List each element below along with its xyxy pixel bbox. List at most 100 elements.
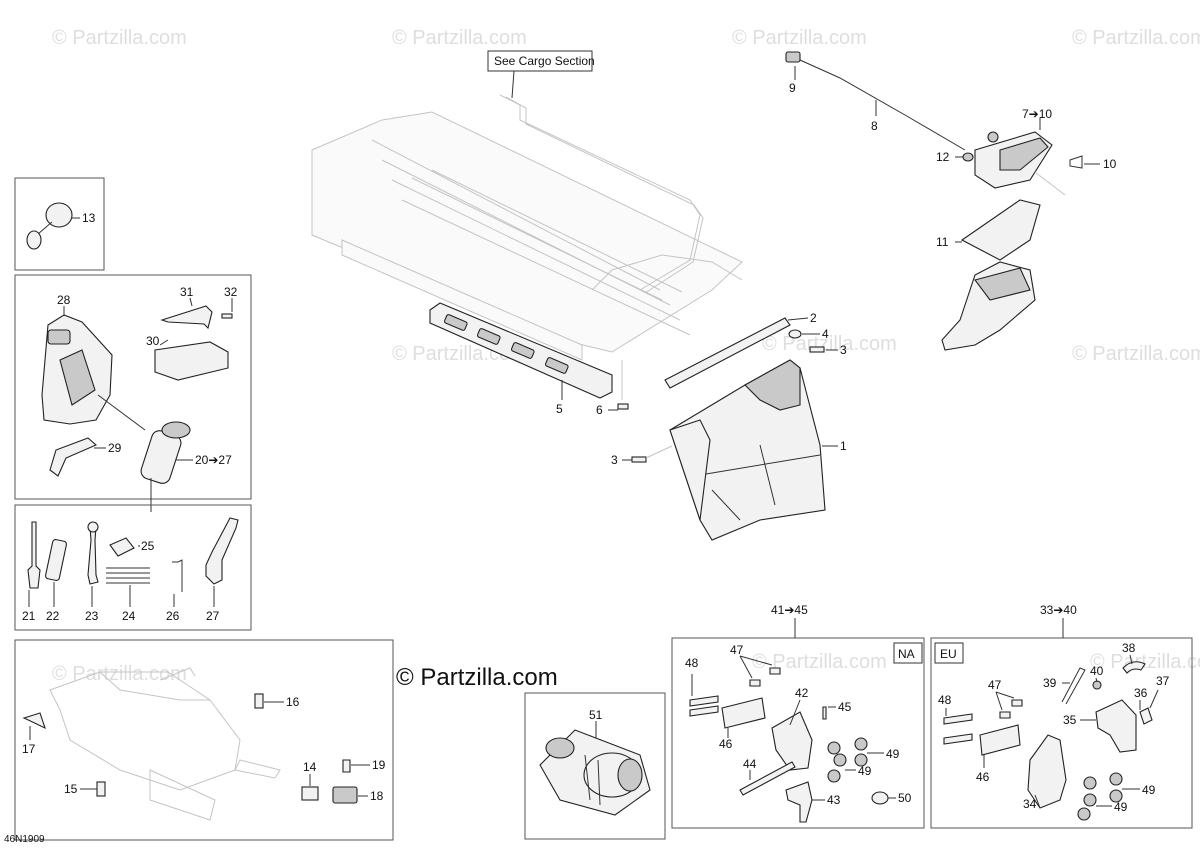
part-32-screw bbox=[221, 313, 233, 319]
box-decals bbox=[14, 639, 394, 841]
callout-4: 4 bbox=[822, 327, 829, 341]
callout-45: 45 bbox=[838, 700, 852, 714]
watermark: © Partzilla.com bbox=[1090, 651, 1200, 673]
part-2-strip bbox=[664, 317, 791, 389]
callout-11: 11 bbox=[936, 235, 949, 249]
callout-17: 17 bbox=[22, 742, 36, 756]
callout-9: 9 bbox=[789, 81, 796, 95]
callout-35: 35 bbox=[1063, 713, 1077, 727]
hitch-na-parts bbox=[689, 667, 889, 823]
callout-28: 28 bbox=[57, 293, 71, 307]
callout-26: 26 bbox=[166, 609, 180, 623]
drawing-code: 46N1909 bbox=[4, 834, 45, 845]
callout-30: 30 bbox=[146, 334, 160, 348]
callout-1: 1 bbox=[840, 439, 847, 453]
taillight-harness bbox=[785, 51, 966, 151]
callout-43: 43 bbox=[827, 793, 841, 807]
part-14-plate bbox=[301, 786, 319, 801]
watermark: © Partzilla.com bbox=[52, 27, 187, 49]
region-tag-na-box bbox=[893, 642, 923, 664]
callout-51: 51 bbox=[589, 708, 603, 722]
callout-20-to-27: 20➔27 bbox=[195, 453, 232, 467]
callout-12: 12 bbox=[936, 150, 950, 164]
cargo-section-note-box bbox=[487, 50, 593, 72]
part-29-strap bbox=[49, 437, 98, 477]
watermark: © Partzilla.com bbox=[52, 663, 187, 685]
callout-48-eu: 48 bbox=[938, 693, 952, 707]
callout-47-na: 47 bbox=[730, 643, 744, 657]
callout-22: 22 bbox=[46, 609, 60, 623]
part-6-screw bbox=[617, 403, 629, 410]
sled-outline bbox=[49, 667, 281, 821]
watermark: © Partzilla.com bbox=[1072, 27, 1200, 49]
callout-5: 5 bbox=[556, 402, 563, 416]
watermarks: © Partzilla.com © Partzilla.com © Partzi… bbox=[52, 27, 1200, 685]
region-tag-eu: EU bbox=[940, 647, 957, 661]
callout-6: 6 bbox=[596, 403, 603, 417]
callout-2: 2 bbox=[810, 311, 817, 325]
callout-49-eu-lower: 49 bbox=[1114, 800, 1128, 814]
callout-18: 18 bbox=[370, 789, 384, 803]
part-3-screw-lower bbox=[631, 456, 647, 463]
callout-32: 32 bbox=[224, 285, 238, 299]
part-30-pouch bbox=[154, 341, 229, 381]
callout-13: 13 bbox=[82, 211, 96, 225]
callout-34: 34 bbox=[1023, 797, 1037, 811]
callout-19: 19 bbox=[372, 758, 386, 772]
watermark: © Partzilla.com bbox=[752, 651, 887, 673]
callout-31: 31 bbox=[180, 285, 194, 299]
center-watermark: © Partzilla.com bbox=[396, 664, 558, 691]
callout-36: 36 bbox=[1134, 686, 1148, 700]
cargo-rack-ghost bbox=[311, 94, 743, 361]
callout-48-na: 48 bbox=[685, 656, 699, 670]
callout-50: 50 bbox=[898, 791, 912, 805]
box-part-13 bbox=[14, 177, 105, 271]
watermark: © Partzilla.com bbox=[762, 333, 897, 355]
callout-15: 15 bbox=[64, 782, 78, 796]
group-label-na: 41➔45 bbox=[771, 603, 808, 617]
part-19-clip bbox=[342, 759, 351, 773]
callout-49-na-upper: 49 bbox=[886, 747, 900, 761]
callout-3: 3 bbox=[840, 343, 847, 357]
callout-46-eu: 46 bbox=[976, 770, 990, 784]
part-17-decal bbox=[22, 712, 46, 730]
hitch-eu-parts bbox=[943, 661, 1153, 821]
region-tag-na: NA bbox=[898, 647, 915, 661]
callout-7-to-10: 7➔10 bbox=[1022, 107, 1052, 121]
taillight-assembly bbox=[962, 131, 1083, 189]
part-51-winch bbox=[539, 729, 651, 816]
box-toolkit bbox=[14, 274, 252, 500]
callout-14: 14 bbox=[303, 760, 317, 774]
watermark: © Partzilla.com bbox=[732, 27, 867, 49]
taillight-bracket bbox=[941, 199, 1041, 351]
callout-8: 8 bbox=[871, 119, 878, 133]
callout-39: 39 bbox=[1043, 676, 1057, 690]
part-28-case bbox=[41, 314, 113, 425]
box-hitch-eu bbox=[930, 637, 1193, 829]
part-15-decal bbox=[96, 781, 106, 797]
callout-23: 23 bbox=[85, 609, 99, 623]
callout-49-eu-upper: 49 bbox=[1142, 783, 1156, 797]
part-20-tool-roll bbox=[140, 421, 191, 484]
part-16-decal bbox=[254, 693, 264, 709]
callout-25: 25 bbox=[141, 539, 155, 553]
watermark: © Partzilla.com bbox=[1072, 343, 1200, 365]
callout-27: 27 bbox=[206, 609, 220, 623]
part-1-flap bbox=[669, 359, 826, 541]
part-5-rail bbox=[429, 302, 613, 399]
part-4-washer bbox=[788, 329, 802, 339]
callout-46-na: 46 bbox=[719, 737, 733, 751]
box-hitch-na bbox=[671, 637, 925, 829]
callout-47-eu: 47 bbox=[988, 678, 1002, 692]
group-label-eu: 33➔40 bbox=[1040, 603, 1077, 617]
callout-38: 38 bbox=[1122, 641, 1136, 655]
callout-24: 24 bbox=[122, 609, 136, 623]
callout-42: 42 bbox=[795, 686, 809, 700]
callout-37: 37 bbox=[1156, 674, 1170, 688]
callout-21: 21 bbox=[22, 609, 36, 623]
part-18-holder bbox=[332, 786, 358, 804]
tools-set bbox=[27, 517, 239, 592]
box-part-51 bbox=[524, 692, 666, 840]
watermark: © Partzilla.com bbox=[392, 27, 527, 49]
